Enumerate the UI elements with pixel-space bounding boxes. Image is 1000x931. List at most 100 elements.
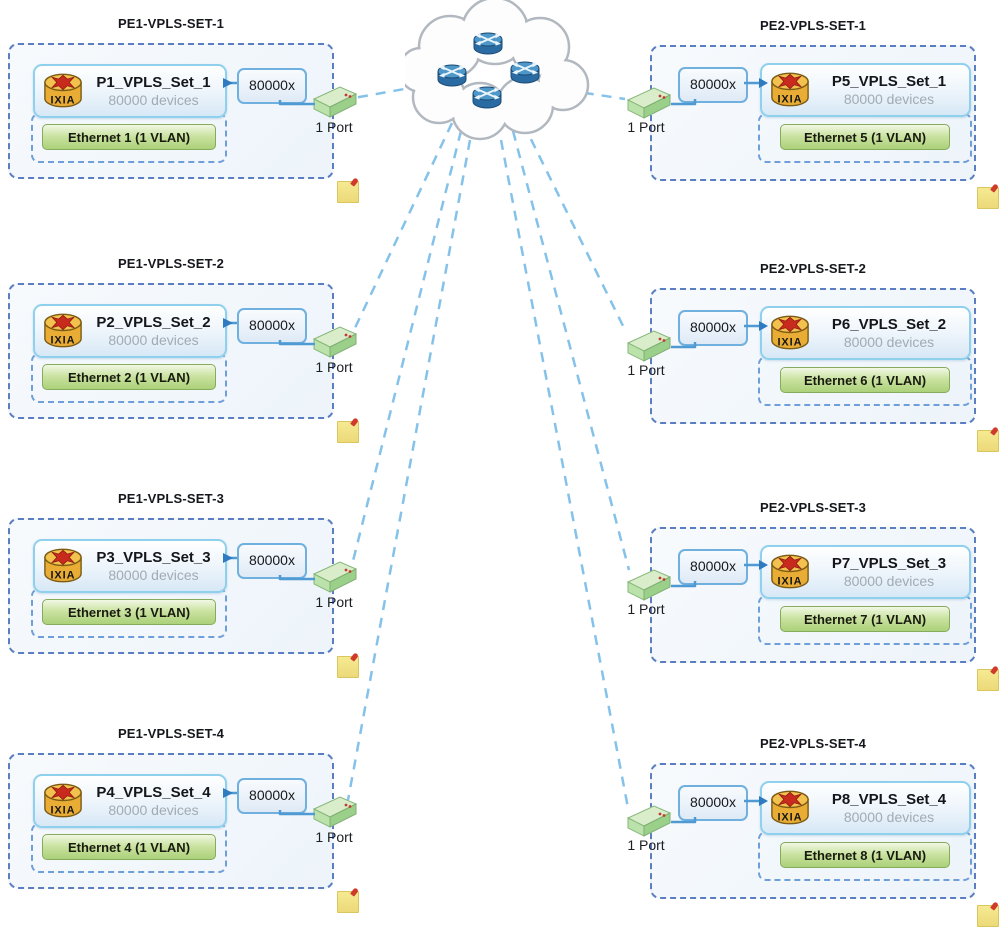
ethernet-button[interactable]: Ethernet 3 (1 VLAN) bbox=[42, 599, 216, 625]
router-icon bbox=[472, 86, 502, 109]
sticky-note-icon[interactable] bbox=[337, 421, 359, 443]
ixia-device-icon bbox=[771, 790, 809, 825]
device-count: 80000 devices bbox=[108, 331, 199, 348]
link-cloud-port-8 bbox=[499, 139, 630, 809]
device-count: 80000 devices bbox=[843, 90, 935, 107]
ethernet-stack-box: Ethernet 8 (1 VLAN) bbox=[758, 831, 972, 881]
port-label: 1 Port bbox=[627, 119, 665, 135]
device-group-box[interactable]: P5_VPLS_Set_1 80000 devices bbox=[760, 63, 971, 117]
multiplier-badge[interactable]: 80000x bbox=[237, 308, 307, 344]
link-cloud-port-7 bbox=[511, 130, 631, 571]
ixia-device-icon bbox=[44, 73, 82, 108]
sticky-note-icon[interactable] bbox=[977, 430, 999, 452]
device-text: P8_VPLS_Set_4 80000 devices bbox=[813, 791, 969, 824]
router-icon bbox=[437, 64, 467, 87]
multiplier-badge[interactable]: 80000x bbox=[678, 549, 748, 585]
vpls-set-pe2-1: PE2-VPLS-SET-1 Ethernet 5 (1 VLAN) P5_VP… bbox=[627, 18, 999, 209]
router-icon bbox=[473, 32, 503, 55]
sticky-note-icon[interactable] bbox=[977, 905, 999, 927]
ethernet-button[interactable]: Ethernet 1 (1 VLAN) bbox=[42, 124, 216, 150]
vpls-set-pe1-2: PE1-VPLS-SET-2 Ethernet 2 (1 VLAN) P2_VP… bbox=[8, 256, 359, 443]
router-icon bbox=[510, 61, 540, 84]
device-count: 80000 devices bbox=[108, 91, 199, 108]
device-name: P2_VPLS_Set_2 bbox=[96, 314, 211, 332]
port-icon[interactable] bbox=[627, 569, 671, 601]
device-count: 80000 devices bbox=[843, 808, 935, 825]
port-label: 1 Port bbox=[315, 359, 353, 375]
sticky-note-icon[interactable] bbox=[337, 181, 359, 203]
port-icon[interactable] bbox=[313, 796, 357, 828]
ethernet-stack-box: Ethernet 2 (1 VLAN) bbox=[31, 353, 227, 403]
link-cloud-port-2 bbox=[352, 122, 454, 331]
ethernet-stack-box: Ethernet 7 (1 VLAN) bbox=[758, 595, 972, 645]
ethernet-button[interactable]: Ethernet 7 (1 VLAN) bbox=[780, 606, 950, 632]
ixia-device-icon bbox=[771, 72, 809, 107]
ethernet-button[interactable]: Ethernet 5 (1 VLAN) bbox=[780, 124, 950, 150]
vpls-set-pe2-2: PE2-VPLS-SET-2 Ethernet 6 (1 VLAN) P6_VP… bbox=[627, 261, 999, 452]
multiplier-badge[interactable]: 80000x bbox=[237, 778, 307, 814]
vpls-set-pe2-4: PE2-VPLS-SET-4 Ethernet 8 (1 VLAN) P8_VP… bbox=[627, 736, 999, 927]
port-icon[interactable] bbox=[627, 87, 671, 119]
set-title: PE1-VPLS-SET-1 bbox=[117, 16, 225, 31]
set-title: PE2-VPLS-SET-4 bbox=[759, 736, 867, 751]
device-group-box[interactable]: P3_VPLS_Set_3 80000 devices bbox=[33, 539, 227, 593]
device-text: P5_VPLS_Set_1 80000 devices bbox=[813, 73, 969, 106]
port-icon[interactable] bbox=[313, 86, 357, 118]
device-text: P7_VPLS_Set_3 80000 devices bbox=[813, 555, 969, 588]
device-count: 80000 devices bbox=[108, 801, 199, 818]
ixia-device-icon bbox=[44, 783, 82, 818]
device-count: 80000 devices bbox=[108, 566, 199, 583]
ethernet-stack-box: Ethernet 1 (1 VLAN) bbox=[31, 113, 227, 163]
set-title: PE2-VPLS-SET-3 bbox=[759, 500, 867, 515]
device-text: P3_VPLS_Set_3 80000 devices bbox=[86, 549, 225, 582]
device-group-box[interactable]: P4_VPLS_Set_4 80000 devices bbox=[33, 774, 227, 828]
device-name: P6_VPLS_Set_2 bbox=[831, 316, 947, 334]
port-label: 1 Port bbox=[627, 837, 665, 853]
multiplier-badge[interactable]: 80000x bbox=[678, 785, 748, 821]
device-group-box[interactable]: P7_VPLS_Set_3 80000 devices bbox=[760, 545, 971, 599]
device-group-box[interactable]: P8_VPLS_Set_4 80000 devices bbox=[760, 781, 971, 835]
vpls-set-pe1-3: PE1-VPLS-SET-3 Ethernet 3 (1 VLAN) P3_VP… bbox=[8, 491, 359, 678]
sticky-note-icon[interactable] bbox=[337, 656, 359, 678]
port-label: 1 Port bbox=[627, 601, 665, 617]
port-label: 1 Port bbox=[315, 119, 353, 135]
sticky-note-icon[interactable] bbox=[977, 187, 999, 209]
sticky-note-icon[interactable] bbox=[977, 669, 999, 691]
port-icon[interactable] bbox=[313, 561, 357, 593]
multiplier-badge[interactable]: 80000x bbox=[678, 310, 748, 346]
ethernet-button[interactable]: Ethernet 6 (1 VLAN) bbox=[780, 367, 950, 393]
link-cloud-port-6 bbox=[521, 122, 628, 333]
set-title: PE2-VPLS-SET-1 bbox=[759, 18, 867, 33]
device-group-box[interactable]: P1_VPLS_Set_1 80000 devices bbox=[33, 64, 227, 118]
sticky-note-icon[interactable] bbox=[337, 891, 359, 913]
ixia-device-icon bbox=[44, 313, 82, 348]
set-title: PE1-VPLS-SET-3 bbox=[117, 491, 225, 506]
device-name: P3_VPLS_Set_3 bbox=[96, 549, 211, 567]
multiplier-badge[interactable]: 80000x bbox=[237, 68, 307, 104]
device-name: P1_VPLS_Set_1 bbox=[96, 74, 211, 92]
set-title: PE2-VPLS-SET-2 bbox=[759, 261, 867, 276]
core-network-cloud[interactable] bbox=[397, 0, 590, 154]
link-cloud-port-4 bbox=[346, 139, 472, 801]
vpls-set-pe1-1: PE1-VPLS-SET-1 Ethernet 1 (1 VLAN) P1_VP… bbox=[8, 16, 359, 203]
ethernet-stack-box: Ethernet 3 (1 VLAN) bbox=[31, 588, 227, 638]
port-icon[interactable] bbox=[627, 805, 671, 837]
ethernet-stack-box: Ethernet 5 (1 VLAN) bbox=[758, 113, 972, 163]
multiplier-badge[interactable]: 80000x bbox=[678, 67, 748, 103]
ethernet-button[interactable]: Ethernet 4 (1 VLAN) bbox=[42, 834, 216, 860]
device-text: P6_VPLS_Set_2 80000 devices bbox=[813, 316, 969, 349]
set-title: PE1-VPLS-SET-4 bbox=[117, 726, 225, 741]
ethernet-button[interactable]: Ethernet 2 (1 VLAN) bbox=[42, 364, 216, 390]
port-icon[interactable] bbox=[627, 330, 671, 362]
device-group-box[interactable]: P2_VPLS_Set_2 80000 devices bbox=[33, 304, 227, 358]
port-icon[interactable] bbox=[313, 326, 357, 358]
ethernet-stack-box: Ethernet 6 (1 VLAN) bbox=[758, 356, 972, 406]
set-title: PE1-VPLS-SET-2 bbox=[117, 256, 225, 271]
ethernet-button[interactable]: Ethernet 8 (1 VLAN) bbox=[780, 842, 950, 868]
link-cloud-port-3 bbox=[350, 130, 463, 566]
device-group-box[interactable]: P6_VPLS_Set_2 80000 devices bbox=[760, 306, 971, 360]
multiplier-badge[interactable]: 80000x bbox=[237, 543, 307, 579]
device-name: P7_VPLS_Set_3 bbox=[831, 555, 947, 573]
port-label: 1 Port bbox=[315, 594, 353, 610]
device-text: P4_VPLS_Set_4 80000 devices bbox=[86, 784, 225, 817]
